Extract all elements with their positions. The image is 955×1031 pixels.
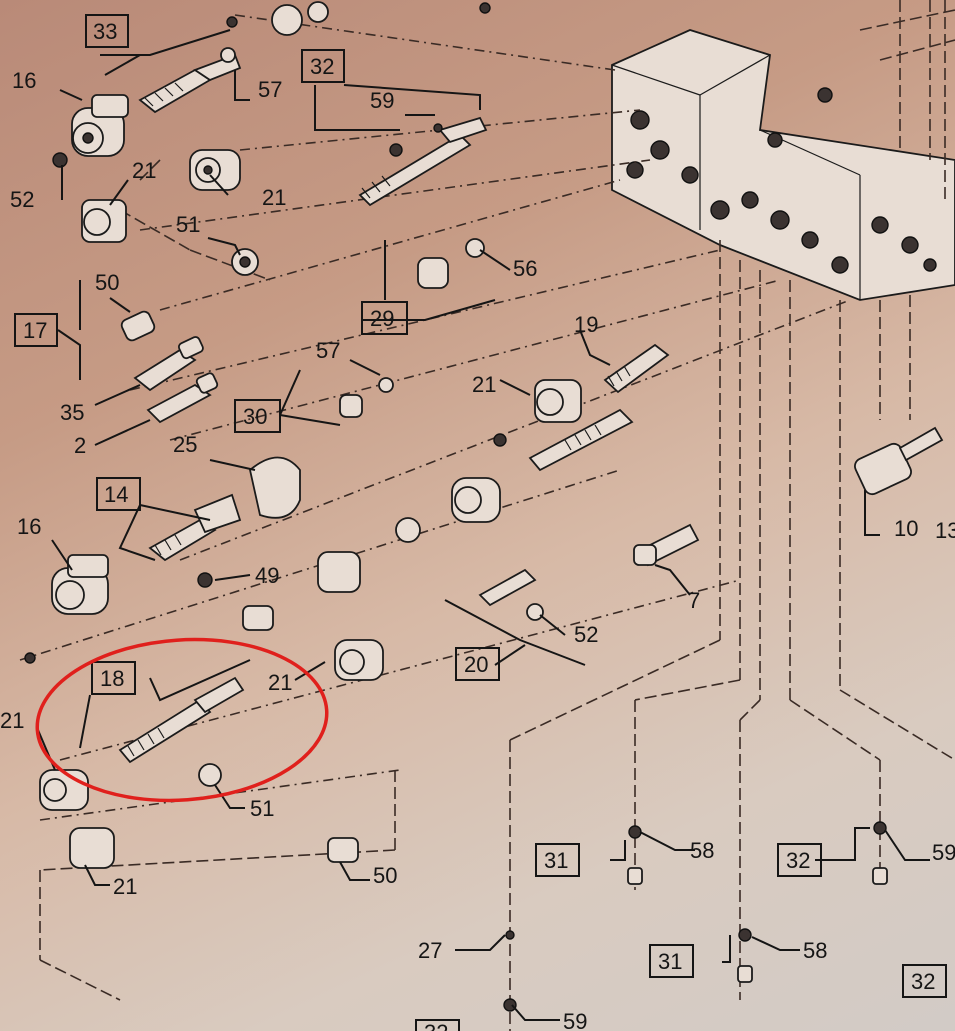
- plug-29: [417, 238, 485, 289]
- nut-21-a: [81, 199, 127, 243]
- assembly-lines: [19, 0, 955, 1031]
- label-52-top: 52: [10, 187, 34, 212]
- label-21-a: 21: [132, 158, 156, 183]
- cartridge-19: [603, 343, 670, 394]
- label-16-mid: 16: [17, 514, 41, 539]
- label-2: 2: [74, 433, 86, 458]
- highlight-circle: [35, 637, 329, 803]
- washer-52-top: [52, 152, 68, 168]
- cartridge-18: [118, 676, 245, 764]
- box-label-32-mid: 32: [786, 848, 810, 873]
- small-valves: [503, 821, 888, 1012]
- oring-57-top: [220, 47, 236, 63]
- label-21-d: 21: [268, 670, 292, 695]
- bracket-25: [249, 456, 301, 519]
- box-label-31-b: 31: [658, 949, 682, 974]
- label-59-top: 59: [370, 88, 394, 113]
- fitting-10: [854, 426, 944, 496]
- label-25: 25: [173, 432, 197, 457]
- label-21-b: 21: [262, 185, 286, 210]
- label-10: 10: [894, 516, 918, 541]
- label-21-c: 21: [472, 372, 496, 397]
- bolt-7: [633, 523, 700, 567]
- label-59-right-partial: 59: [932, 840, 955, 865]
- fitting-35: [133, 336, 204, 392]
- label-7: 7: [688, 588, 700, 613]
- screw-left: [24, 652, 36, 664]
- leader-lines: [37, 29, 930, 1021]
- parts-30: [339, 377, 394, 418]
- label-51-b: 51: [250, 796, 274, 821]
- coil-21-mid: [451, 477, 501, 523]
- fitting-2: [146, 372, 219, 424]
- box-label-31-a: 31: [544, 848, 568, 873]
- washer-51-a: [231, 248, 259, 276]
- coil-21-lower-left: [39, 769, 89, 811]
- box-label-14: 14: [104, 482, 128, 507]
- box-label-33: 33: [93, 19, 117, 44]
- box-label-20: 20: [464, 652, 488, 677]
- part-drawings: [24, 1, 944, 1012]
- label-57-mid: 57: [316, 338, 340, 363]
- label-58-b: 58: [803, 938, 827, 963]
- top-small-parts: [226, 1, 491, 36]
- coil-21-lower: [334, 639, 384, 681]
- box-label-32-top: 32: [310, 54, 334, 79]
- label-50-a: 50: [95, 270, 119, 295]
- label-35: 35: [60, 400, 84, 425]
- cartridge-33: [138, 53, 242, 114]
- box-label-17: 17: [23, 318, 47, 343]
- label-56: 56: [513, 256, 537, 281]
- box-label-29: 29: [370, 306, 394, 331]
- nut-21-b: [534, 379, 582, 423]
- label-52-mid: 52: [574, 622, 598, 647]
- box-label-30: 30: [243, 404, 267, 429]
- cartridge-20: [478, 568, 544, 621]
- label-16-top: 16: [12, 68, 36, 93]
- label-21-f: 21: [113, 874, 137, 899]
- coil-16-mid: [51, 554, 109, 615]
- oring-49: [197, 572, 213, 588]
- label-27: 27: [418, 938, 442, 963]
- label-50-b: 50: [373, 863, 397, 888]
- label-51-a: 51: [176, 212, 200, 237]
- coil-21-a: [189, 149, 241, 191]
- valve-block: [611, 29, 955, 301]
- label-49: 49: [255, 563, 279, 588]
- label-13-partial: 13: [935, 518, 955, 543]
- spacer-50-b: [327, 837, 359, 863]
- washer-51-b: [198, 763, 222, 787]
- label-58-a: 58: [690, 838, 714, 863]
- coil-16-top: [71, 94, 129, 157]
- box-label-32-bottom: 32: [911, 969, 935, 994]
- nut-center: [242, 517, 421, 631]
- label-19: 19: [574, 312, 598, 337]
- box-label-32-partial: 32: [424, 1020, 448, 1031]
- cartridge-32-top: [358, 116, 488, 207]
- spacer-50-a: [120, 310, 156, 342]
- boxed-labels: 33 32 17 29 30 14 18 20 31 32 31 32 32: [14, 14, 947, 1031]
- label-59-bottom: 59: [563, 1009, 587, 1031]
- cartridge-14: [148, 493, 242, 562]
- nut-21-bottom: [69, 827, 115, 869]
- plain-labels: 16 57 59 52 21 21 51 56 50 57 19 35 21 2…: [0, 68, 955, 1031]
- label-57-top: 57: [258, 77, 282, 102]
- cartridge-mid: [493, 408, 634, 472]
- label-21-e: 21: [0, 708, 24, 733]
- box-label-18: 18: [100, 666, 124, 691]
